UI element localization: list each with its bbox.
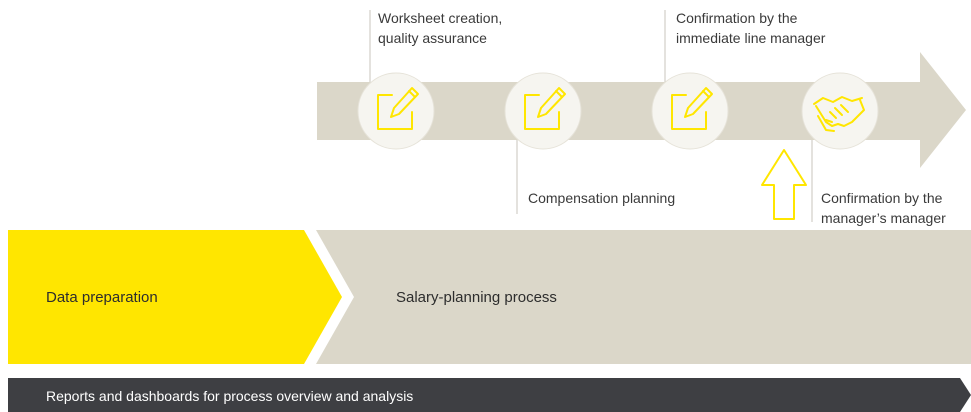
process-arrow <box>317 52 966 168</box>
step-3-label-line-1: Confirmation by the <box>676 10 798 26</box>
edit-icon <box>377 87 419 130</box>
step-1-label-line-1: Worksheet creation, <box>378 10 503 26</box>
data-preparation-label: Data preparation <box>46 289 158 306</box>
edit-icon <box>671 87 713 130</box>
step-1-label-line-2: quality assurance <box>378 30 487 46</box>
upward-arrow <box>761 149 807 220</box>
step-circle-4 <box>801 72 879 150</box>
reports-band <box>8 378 971 412</box>
step-3-label: Confirmation by the immediate line manag… <box>676 8 825 48</box>
step-4-label-line-2: manager’s manager <box>821 210 946 226</box>
step-4-label: Confirmation by the manager’s manager <box>821 188 946 228</box>
edit-icon <box>524 87 566 130</box>
step-1-label: Worksheet creation, quality assurance <box>378 8 502 48</box>
step-circle-1 <box>357 72 435 150</box>
salary-planning-band <box>316 230 971 364</box>
step-2-label: Compensation planning <box>528 188 675 208</box>
handshake-icon <box>813 96 865 132</box>
step-circle-2 <box>504 72 582 150</box>
step-circle-3 <box>651 72 729 150</box>
reports-label: Reports and dashboards for process overv… <box>46 388 414 404</box>
step-2-label-line-1: Compensation planning <box>528 190 676 206</box>
salary-planning-label: Salary-planning process <box>396 289 557 306</box>
data-preparation-band <box>8 230 342 364</box>
step-3-label-line-2: immediate line manager <box>676 30 826 46</box>
step-4-label-line-1: Confirmation by the <box>821 190 943 206</box>
